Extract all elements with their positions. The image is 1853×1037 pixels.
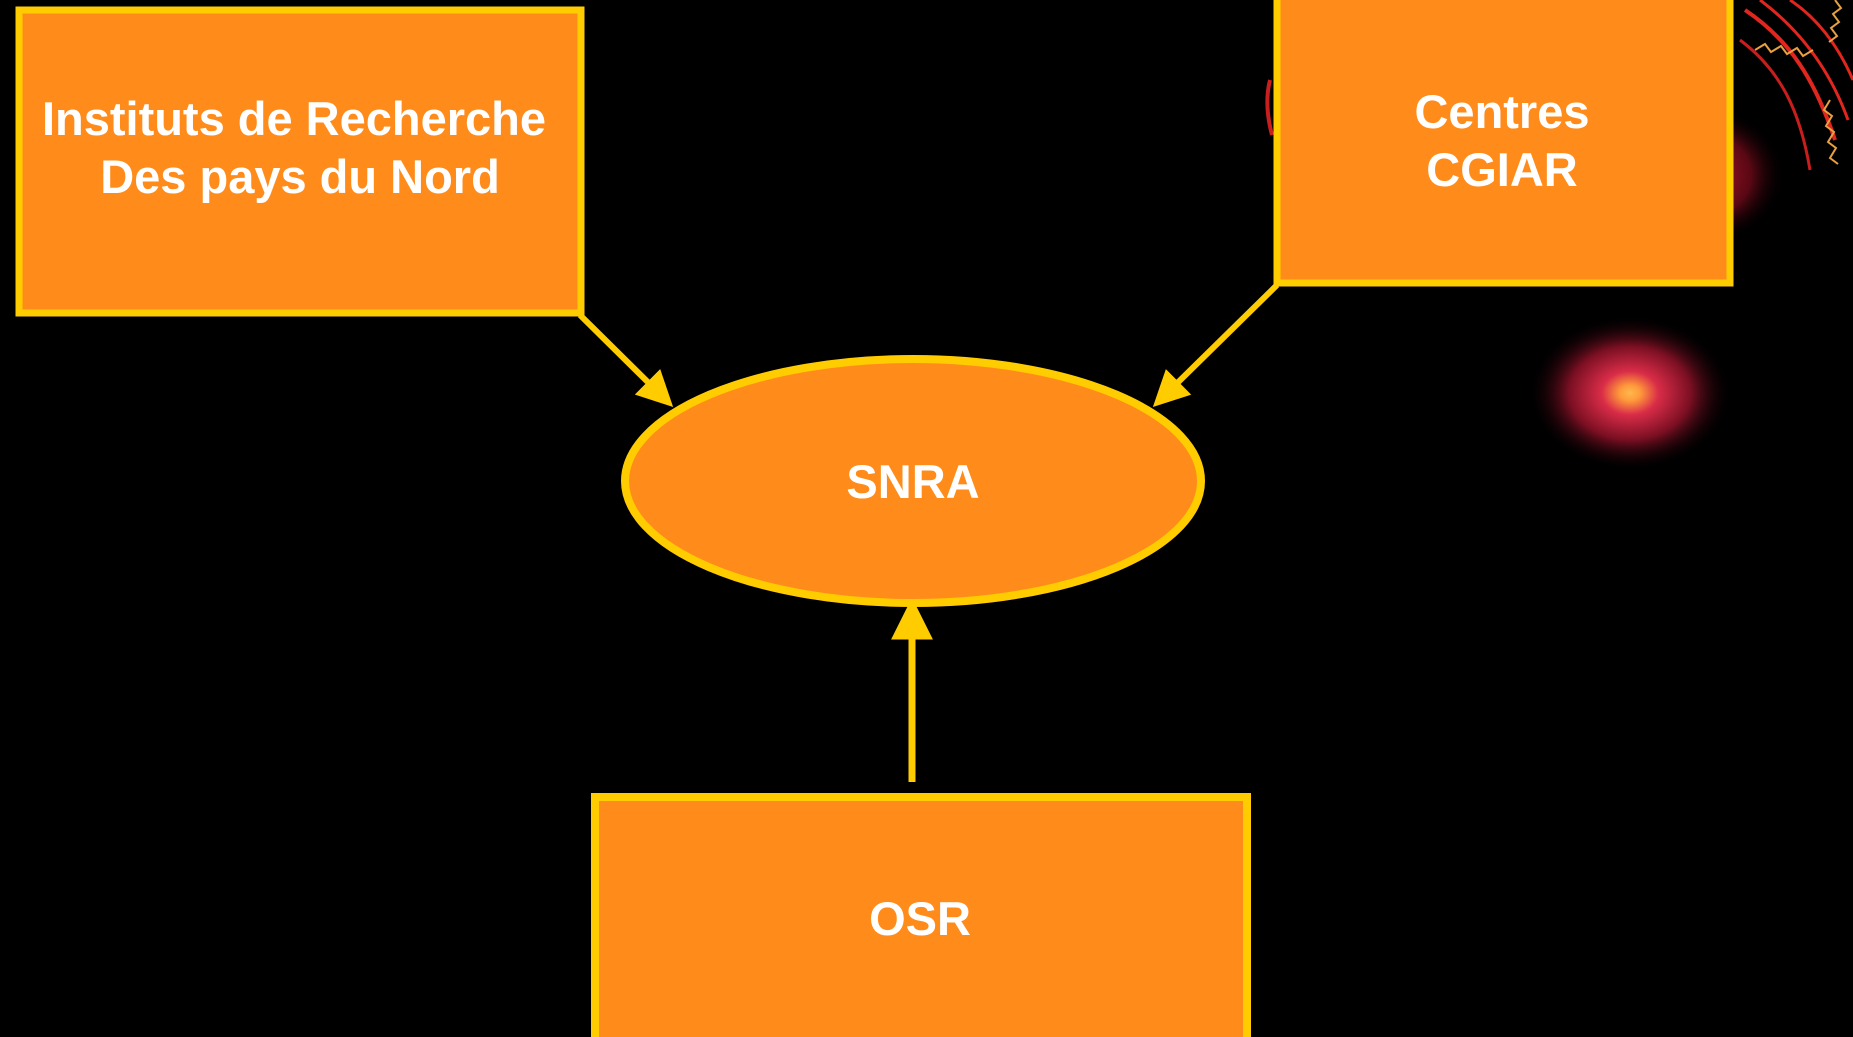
osr-label: OSR — [869, 892, 971, 945]
cgiar-label-line1: Centres — [1414, 85, 1589, 138]
node-snra: SNRA — [621, 355, 1205, 607]
arrow-cgiar-to-snra — [1152, 282, 1280, 408]
snra-label: SNRA — [846, 455, 979, 508]
node-osr: OSR — [591, 793, 1251, 1037]
arrow-instituts-to-snra — [577, 312, 674, 408]
node-centres-cgiar: Centres CGIAR — [1273, 0, 1734, 287]
instituts-label-line2: Des pays du Nord — [100, 150, 500, 203]
cgiar-label-line2: CGIAR — [1426, 143, 1577, 196]
glow-orb — [1528, 315, 1732, 471]
instituts-label-line1: Instituts de Recherche — [42, 92, 546, 145]
node-instituts-de-recherche: Instituts de Recherche Des pays du Nord — [15, 6, 585, 317]
